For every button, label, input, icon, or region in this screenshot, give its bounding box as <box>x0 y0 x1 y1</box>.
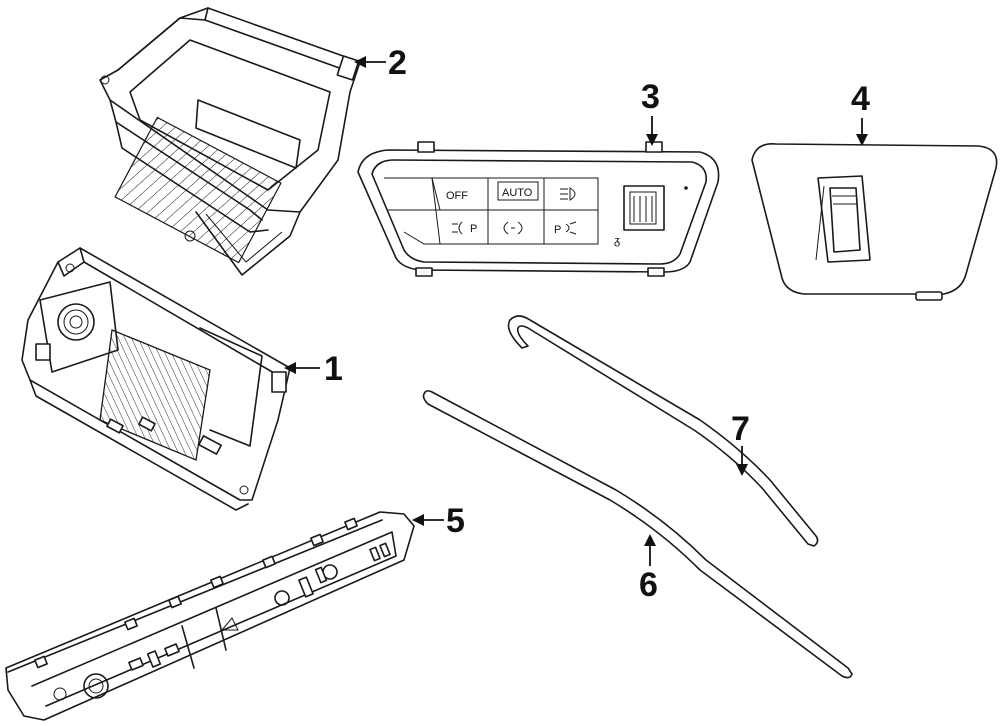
auto-button-label: AUTO <box>502 187 533 199</box>
svg-text:P: P <box>554 224 561 236</box>
callout-7-label: 7 <box>731 410 750 448</box>
part-2-display-housing <box>99 7 361 276</box>
headlight-icon <box>560 187 576 201</box>
callout-2-label: 2 <box>388 44 407 82</box>
off-button-label: OFF <box>446 190 468 202</box>
part-7-trim-rod <box>507 315 819 547</box>
callout-1-label: 1 <box>324 350 343 388</box>
callout-5: 5 <box>412 502 465 540</box>
callout-6-label: 6 <box>639 566 658 604</box>
callout-3-label: 3 <box>641 78 660 116</box>
dimmer-icon: ᵹ <box>614 235 620 247</box>
callout-2: 2 <box>354 44 407 82</box>
callout-6: 6 <box>639 534 658 604</box>
callout-5-label: 5 <box>446 502 465 540</box>
callout-3: 3 <box>641 78 660 146</box>
callout-7: 7 <box>731 410 750 476</box>
part-4-switch-bezel <box>751 143 998 301</box>
part-5-switch-strip <box>5 511 415 721</box>
part-3-control-panel: OFF AUTO P P <box>357 141 720 277</box>
callout-4: 4 <box>851 80 870 146</box>
side-light-icon <box>452 221 463 235</box>
callout-4-label: 4 <box>851 80 870 118</box>
callout-1: 1 <box>284 350 343 388</box>
park-light-button-label: P <box>470 223 477 235</box>
low-beam-icon <box>503 221 523 235</box>
parking-light-right-icon: P <box>554 221 577 236</box>
part-6-seal-strip <box>422 390 853 679</box>
part-1-head-unit <box>21 247 291 511</box>
